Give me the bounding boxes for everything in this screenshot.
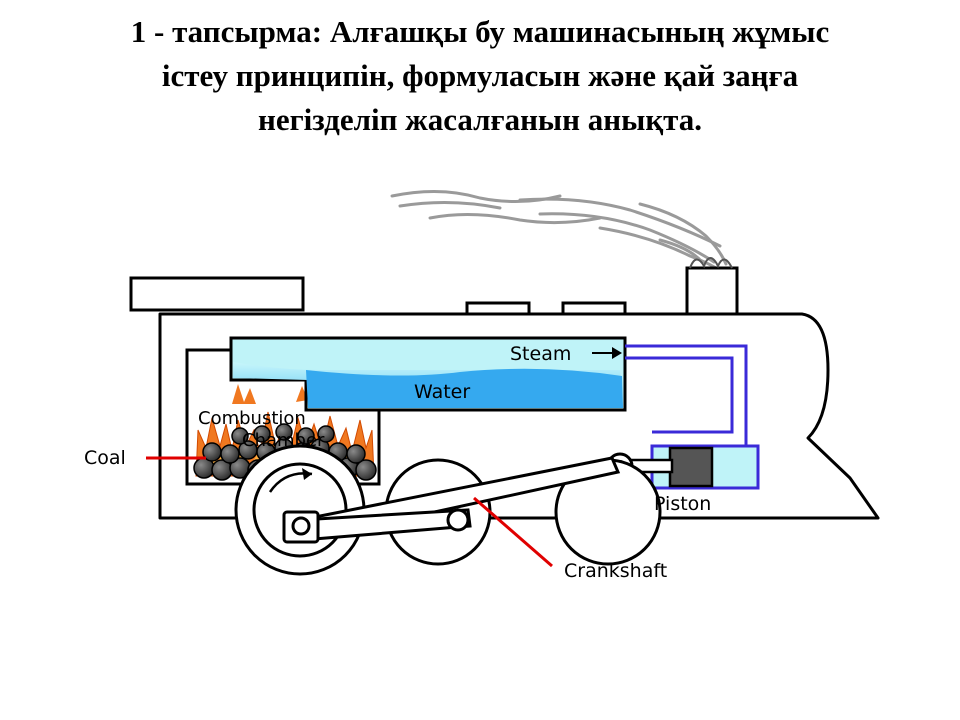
- water-label: Water: [414, 381, 470, 403]
- steam-arrow: [592, 347, 622, 359]
- page-title: 1 - тапсырма: Алғашқы бу машинасының жұм…: [40, 10, 920, 142]
- title-line-2: істеу принципін, формуласын және қай заң…: [161, 58, 799, 93]
- piston-block: [668, 446, 714, 488]
- title-line-1: 1 - тапсырма: Алғашқы бу машинасының жұм…: [130, 14, 830, 49]
- smoke: [390, 190, 728, 270]
- steam-label: Steam: [510, 343, 571, 365]
- boiler: [229, 336, 627, 412]
- connecting-rod: [282, 456, 621, 544]
- combustion-label: Combustion: [198, 408, 306, 429]
- combustion-sub-label: Chamber: [242, 430, 325, 451]
- coal-label: Coal: [84, 447, 126, 469]
- chimney-smoke-puff: [689, 257, 733, 269]
- crankshaft-label: Crankshaft: [564, 560, 667, 582]
- piston-label: Piston: [654, 493, 711, 515]
- chimney: [685, 266, 739, 320]
- crankshaft-pointer: [473, 496, 553, 568]
- title-line-3: негізделіп жасалғанын анықта.: [257, 102, 703, 137]
- cab-roof: [129, 276, 305, 312]
